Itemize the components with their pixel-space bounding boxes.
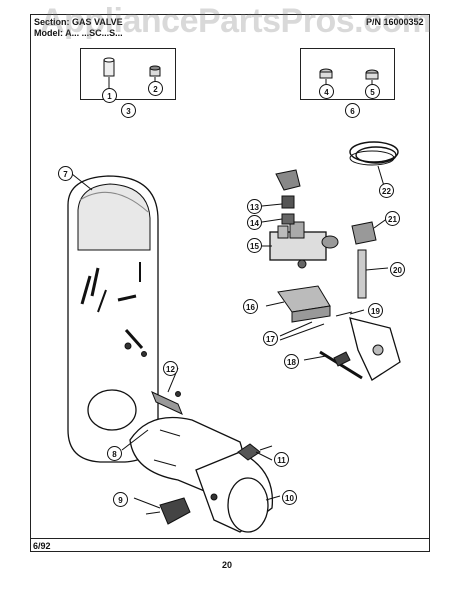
callout-6: 6 xyxy=(345,103,360,118)
inset-box-right xyxy=(300,48,395,100)
callout-4: 4 xyxy=(319,84,334,99)
callout-10: 10 xyxy=(282,490,297,505)
valve-mount-bracket xyxy=(277,285,331,323)
callout-8: 8 xyxy=(107,446,122,461)
callout-13: 13 xyxy=(247,199,262,214)
diagram-frame xyxy=(30,14,430,552)
watermark: AppliancePartsPros.com xyxy=(40,2,432,40)
burner-bracket xyxy=(319,317,401,381)
igniter xyxy=(237,443,273,461)
part-4-cap xyxy=(319,68,333,79)
callout-1: 1 xyxy=(102,88,117,103)
page-number: 20 xyxy=(222,560,233,570)
callout-19: 19 xyxy=(368,303,383,318)
callout-17: 17 xyxy=(263,331,278,346)
gas-valve-assembly xyxy=(269,221,339,269)
revision-date: 6/92 xyxy=(33,541,51,551)
wiring-harness xyxy=(349,141,399,166)
part-2-plug xyxy=(149,65,161,77)
gas-pipe xyxy=(351,221,377,299)
callout-11: 11 xyxy=(274,452,289,467)
callout-2: 2 xyxy=(148,81,163,96)
callout-16: 16 xyxy=(243,299,258,314)
callout-7: 7 xyxy=(58,166,73,181)
burner-cone xyxy=(195,451,274,533)
callout-12: 12 xyxy=(163,361,178,376)
coil-13 xyxy=(281,195,295,209)
flame-sensor xyxy=(145,497,191,525)
coil-14 xyxy=(281,213,295,225)
section-label: Section: GAS VALVE xyxy=(34,17,123,27)
callout-5: 5 xyxy=(365,84,380,99)
callout-20: 20 xyxy=(390,262,405,277)
callout-22: 22 xyxy=(379,183,394,198)
callout-9: 9 xyxy=(113,492,128,507)
burner-housing-panel xyxy=(67,175,159,463)
callout-15: 15 xyxy=(247,238,262,253)
model-label: Model: A... ...SC...S... xyxy=(34,28,123,38)
callout-21: 21 xyxy=(385,211,400,226)
mounting-bracket xyxy=(151,391,183,415)
part-number: P/N 16000352 xyxy=(366,17,424,27)
inset-box-left xyxy=(80,48,176,100)
part-5-cap xyxy=(365,69,379,80)
part-1-orifice xyxy=(103,57,115,77)
valve-bracket xyxy=(275,169,301,191)
callout-14: 14 xyxy=(247,215,262,230)
footer-divider xyxy=(30,538,430,539)
callout-18: 18 xyxy=(284,354,299,369)
callout-3: 3 xyxy=(121,103,136,118)
